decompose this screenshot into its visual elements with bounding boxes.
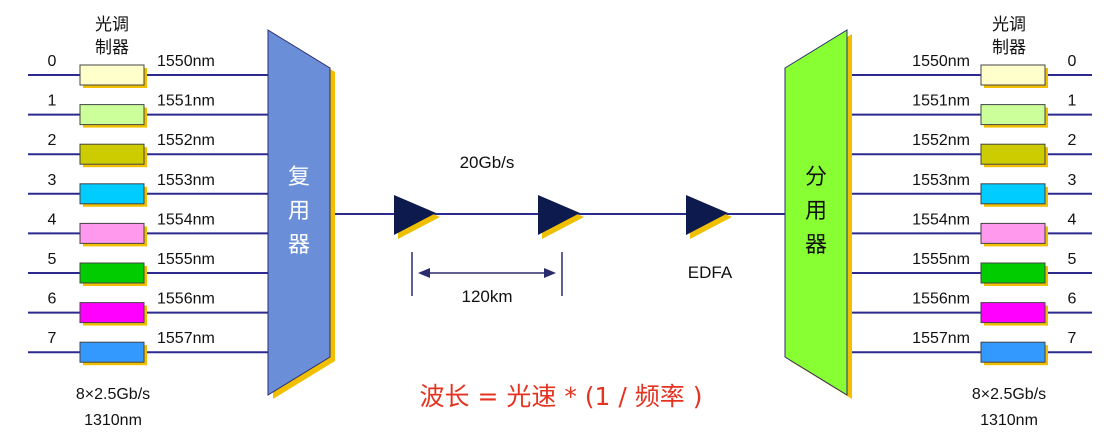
right-modulator-box — [980, 262, 1046, 284]
right-channel-index: 1 — [1068, 93, 1077, 110]
left-modulator-box — [79, 262, 145, 284]
left-modulator-box — [79, 302, 145, 324]
left-wavelength-label: 1556nm — [157, 291, 215, 308]
left-wavelength-label: 1555nm — [157, 251, 215, 268]
left-modulator-box — [79, 143, 145, 165]
left-channel-index: 4 — [48, 211, 57, 228]
left-wavelength-label: 1552nm — [157, 132, 215, 149]
left-modulator-box — [79, 64, 145, 86]
right-modulator-box — [980, 143, 1046, 165]
right-modulator-label-line1: 光调 — [992, 15, 1026, 35]
right-channel-index: 3 — [1068, 172, 1077, 189]
bit-rate-label: 20Gb/s — [460, 153, 515, 172]
left-wavelength-label: 1550nm — [157, 53, 215, 70]
wavelength-formula: 波长 = 光速 * (1 / 频率 ) — [420, 382, 703, 411]
left-modulator-box — [79, 341, 145, 363]
output-spec-line2: 1310nm — [980, 412, 1038, 429]
right-wavelength-label: 1554nm — [912, 211, 970, 228]
right-wavelength-label: 1557nm — [912, 330, 970, 347]
left-channel-index: 3 — [48, 172, 57, 189]
right-channel-index: 0 — [1068, 53, 1077, 70]
left-channel-index: 0 — [48, 53, 57, 70]
output-spec-line1: 8×2.5Gb/s — [972, 386, 1046, 403]
demultiplexer-block — [784, 29, 848, 396]
distance-dimension — [411, 252, 563, 296]
left-channel-index: 6 — [48, 291, 57, 308]
mux-char-1: 复 — [288, 165, 310, 190]
dimension-arrow-right — [544, 268, 556, 278]
right-modulator-box — [980, 104, 1046, 126]
right-channel-index: 4 — [1068, 211, 1077, 228]
right-modulator-box — [980, 64, 1046, 86]
right-wavelength-label: 1553nm — [912, 172, 970, 189]
right-wavelength-label: 1552nm — [912, 132, 970, 149]
amplifier-1 — [394, 195, 440, 239]
left-channel-index: 2 — [48, 132, 57, 149]
left-wavelength-label: 1557nm — [157, 330, 215, 347]
demux-char-2: 用 — [805, 199, 827, 224]
right-wavelength-label: 1550nm — [912, 53, 970, 70]
left-wavelength-label: 1554nm — [157, 211, 215, 228]
right-modulator-box — [980, 341, 1046, 363]
right-wavelength-label: 1555nm — [912, 251, 970, 268]
left-wavelength-label: 1553nm — [157, 172, 215, 189]
right-channel-index: 7 — [1068, 330, 1077, 347]
left-wavelength-label: 1551nm — [157, 93, 215, 110]
channel-rows: 0 1550nm 1550nm 0 1 1551nm 1551nm 1 2 1552nm 1552n… — [28, 53, 1092, 366]
dimension-arrow-left — [418, 268, 430, 278]
mux-char-3: 器 — [288, 233, 310, 258]
left-modulator-label-line1: 光调 — [95, 15, 129, 35]
left-modulator-box — [79, 183, 145, 205]
demux-char-1: 分 — [805, 165, 827, 190]
multiplexer-block — [267, 29, 331, 396]
mux-char-2: 用 — [288, 199, 310, 224]
left-channel-index: 5 — [48, 251, 57, 268]
left-modulator-label-line2: 制器 — [95, 38, 129, 58]
right-modulator-box — [980, 183, 1046, 205]
right-wavelength-label: 1556nm — [912, 291, 970, 308]
right-channel-index: 5 — [1068, 251, 1077, 268]
edfa-label: EDFA — [688, 263, 733, 282]
input-spec-line2: 1310nm — [84, 412, 142, 429]
right-modulator-box — [980, 222, 1046, 244]
right-modulator-box — [980, 302, 1046, 324]
amplifier-2 — [538, 195, 584, 239]
distance-label: 120km — [461, 287, 512, 306]
right-wavelength-label: 1551nm — [912, 93, 970, 110]
left-modulator-box — [79, 104, 145, 126]
amplifier-3 — [686, 195, 732, 239]
left-modulator-box — [79, 222, 145, 244]
right-channel-index: 6 — [1068, 291, 1077, 308]
left-channel-index: 1 — [48, 93, 57, 110]
right-modulator-label-line2: 制器 — [992, 38, 1026, 58]
input-spec-line1: 8×2.5Gb/s — [76, 386, 150, 403]
demux-char-3: 器 — [805, 233, 827, 258]
right-channel-index: 2 — [1068, 132, 1077, 149]
left-channel-index: 7 — [48, 330, 57, 347]
